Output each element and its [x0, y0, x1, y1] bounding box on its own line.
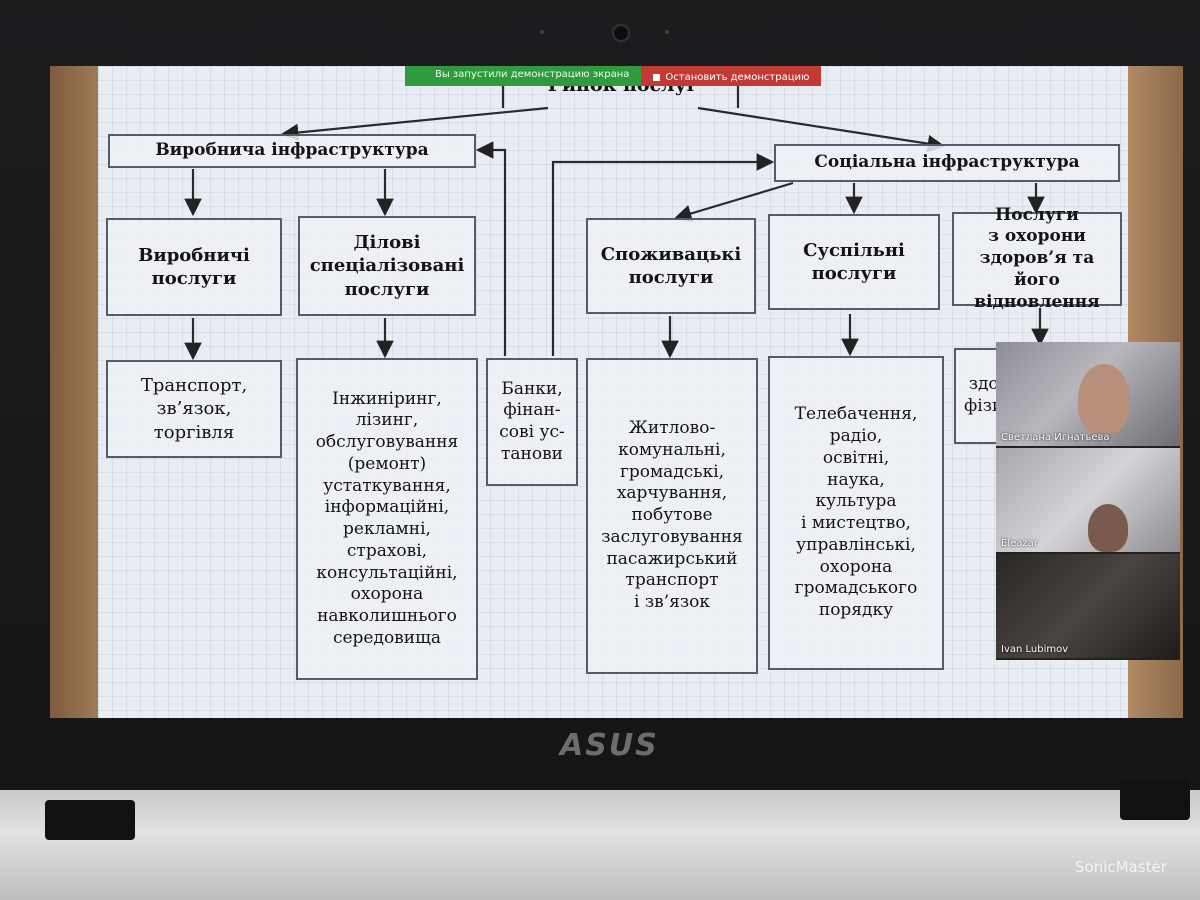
social-infrastructure-node: Соціальна інфраструктура	[774, 144, 1120, 182]
mic-dot-right	[665, 30, 669, 34]
laptop-palmrest	[0, 790, 1200, 900]
transport-trade-node: Транспорт, зв’язок, торгівля	[106, 360, 282, 458]
hinge-left	[45, 800, 135, 840]
production-services-node: Виробничі послуги	[106, 218, 282, 316]
slide-background-left	[50, 66, 98, 718]
stop-share-label: Остановить демонстрацию	[665, 72, 810, 83]
video-tile[interactable]: Eleazar	[996, 448, 1180, 552]
banks-node: Банки, фінан- сові ус- танови	[486, 358, 578, 486]
participant-name: Ivan Lubimov	[1001, 644, 1069, 655]
stop-icon	[653, 74, 661, 81]
health-services-node: Послуги з охорони здоров’я та його відно…	[952, 205, 1122, 312]
engineering-list-node: Інжиніринг, лізинг, обслуговування (ремо…	[296, 358, 478, 680]
asus-logo: ASUS	[560, 728, 659, 763]
participant-avatar	[1078, 364, 1130, 434]
consumer-services-node: Споживацькі послуги	[586, 218, 756, 314]
sharing-status-label: Вы запустили демонстрацию экрана	[405, 66, 642, 86]
laptop-screen: Ринок послуг Виробнича інфраструктура Со…	[50, 66, 1183, 718]
housing-list-node: Житлово- комунальні, громадські, харчува…	[586, 358, 758, 674]
participant-name: Светлана Игнатьева	[1001, 432, 1110, 443]
hinge-right	[1120, 780, 1190, 820]
public-services-node: Суспільні послуги	[768, 214, 940, 310]
participant-avatar	[1088, 504, 1128, 552]
video-tile[interactable]: Ivan Lubimov	[996, 554, 1180, 658]
diagram-connectors	[184, 86, 1049, 361]
production-infrastructure-node: Виробнича інфраструктура	[108, 134, 476, 168]
business-services-node: Ділові спеціалізовані послуги	[298, 216, 476, 316]
presentation-slide: Ринок послуг Виробнича інфраструктура Со…	[98, 66, 1128, 718]
video-participants-panel[interactable]: Светлана Игнатьева Eleazar Ivan Lubimov	[996, 342, 1180, 660]
webcam	[612, 24, 630, 42]
sonicmaster-badge: SonicMaster	[1075, 858, 1167, 876]
screen-share-bar: Вы запустили демонстрацию экрана Останов…	[405, 66, 822, 86]
tv-list-node: Телебачення, радіо, освітні, наука, куль…	[768, 356, 944, 670]
participant-name: Eleazar	[1001, 538, 1038, 549]
video-tile[interactable]: Светлана Игнатьева	[996, 342, 1180, 446]
stop-share-button[interactable]: Остановить демонстрацию	[641, 66, 822, 86]
mic-dot-left	[540, 30, 544, 34]
